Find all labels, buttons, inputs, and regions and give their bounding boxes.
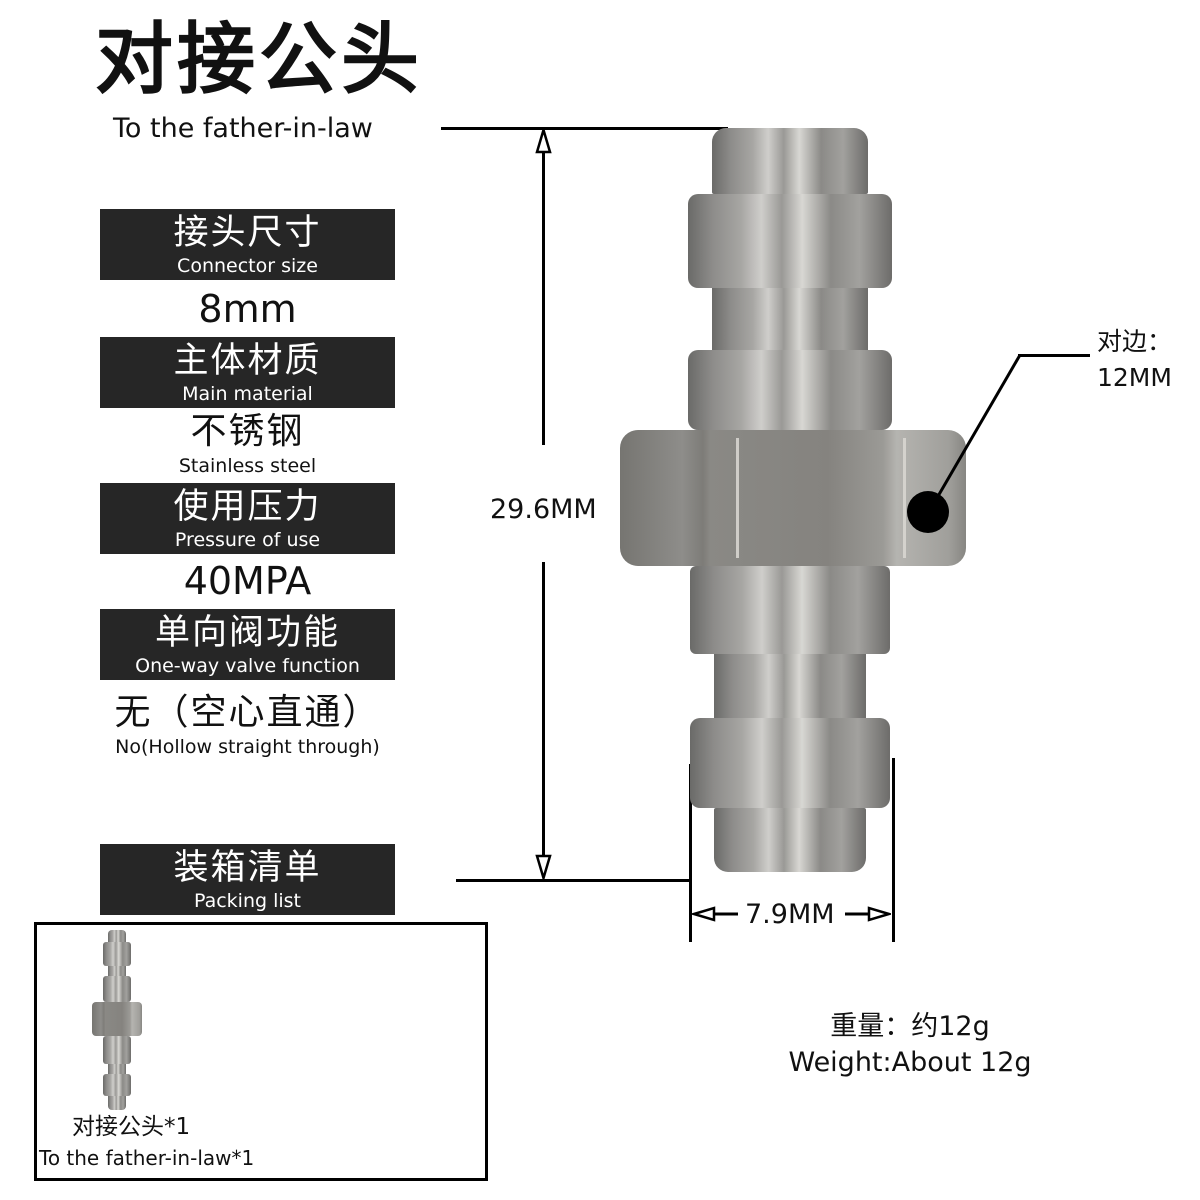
spec-label-cn: 单向阀功能 (154, 613, 340, 653)
product-title-cn: 对接公头 (95, 15, 424, 105)
spec-label-one-way-valve: 单向阀功能 One-way valve function (100, 609, 395, 680)
packing-list-box (34, 922, 488, 1181)
packing-item-cn: 对接公头*1 (72, 1114, 191, 1140)
connector-product-image (618, 128, 974, 880)
spec-value-valve-cn: 无（空心直通） (114, 692, 381, 733)
spec-label-main-material: 主体材质 Main material (100, 337, 395, 408)
spec-label-connector-size: 接头尺寸 Connector size (100, 209, 395, 280)
arrow-left-icon (692, 906, 738, 922)
packing-label-en: Packing list (193, 890, 302, 912)
spec-label-en: One-way valve function (135, 655, 360, 677)
dimension-top-extension-line (441, 127, 728, 130)
packing-item-en: To the father-in-law*1 (39, 1146, 255, 1170)
spec-label-en: Connector size (177, 255, 318, 277)
dimension-length-text: 29.6MM (490, 494, 597, 525)
hex-value: 12MM (1097, 363, 1172, 392)
spec-value-material-en: Stainless steel (178, 455, 317, 477)
spec-value-connector-size: 8mm (198, 287, 297, 331)
spec-label-cn: 接头尺寸 (173, 213, 322, 253)
dimension-bottom-extension-line (456, 879, 692, 882)
hex-callout-line (1018, 354, 1090, 357)
spec-label-pressure: 使用压力 Pressure of use (100, 483, 395, 554)
product-title-en: To the father-in-law (113, 113, 373, 144)
dimension-diameter-right-extension (892, 758, 895, 942)
spec-value-valve-en: No(Hollow straight through) (115, 736, 380, 758)
dimension-length-line-lower (542, 562, 545, 865)
weight-cn: 重量：约12g (830, 1011, 990, 1042)
weight-en: Weight:About 12g (788, 1047, 1032, 1078)
dimension-length-line-upper (542, 140, 545, 445)
arrow-right-icon (845, 906, 891, 922)
spec-label-en: Main material (182, 383, 313, 405)
spec-value-material-cn: 不锈钢 (190, 411, 305, 452)
dimension-diameter-text: 7.9MM (745, 899, 835, 930)
spec-label-en: Pressure of use (174, 529, 321, 551)
spec-label-cn: 使用压力 (173, 487, 322, 527)
packing-product-thumbnail (92, 930, 178, 1110)
hex-label-cn: 对边： (1097, 327, 1173, 356)
arrow-down-icon (535, 854, 552, 880)
packing-label-cn: 装箱清单 (173, 848, 322, 888)
hex-callout-leader (907, 354, 1022, 533)
arrow-up-icon (535, 128, 552, 154)
dimension-diameter-left-extension (689, 764, 692, 942)
spec-label-cn: 主体材质 (173, 341, 322, 381)
spec-value-pressure: 40MPA (183, 559, 312, 603)
packing-list-label: 装箱清单 Packing list (100, 844, 395, 915)
